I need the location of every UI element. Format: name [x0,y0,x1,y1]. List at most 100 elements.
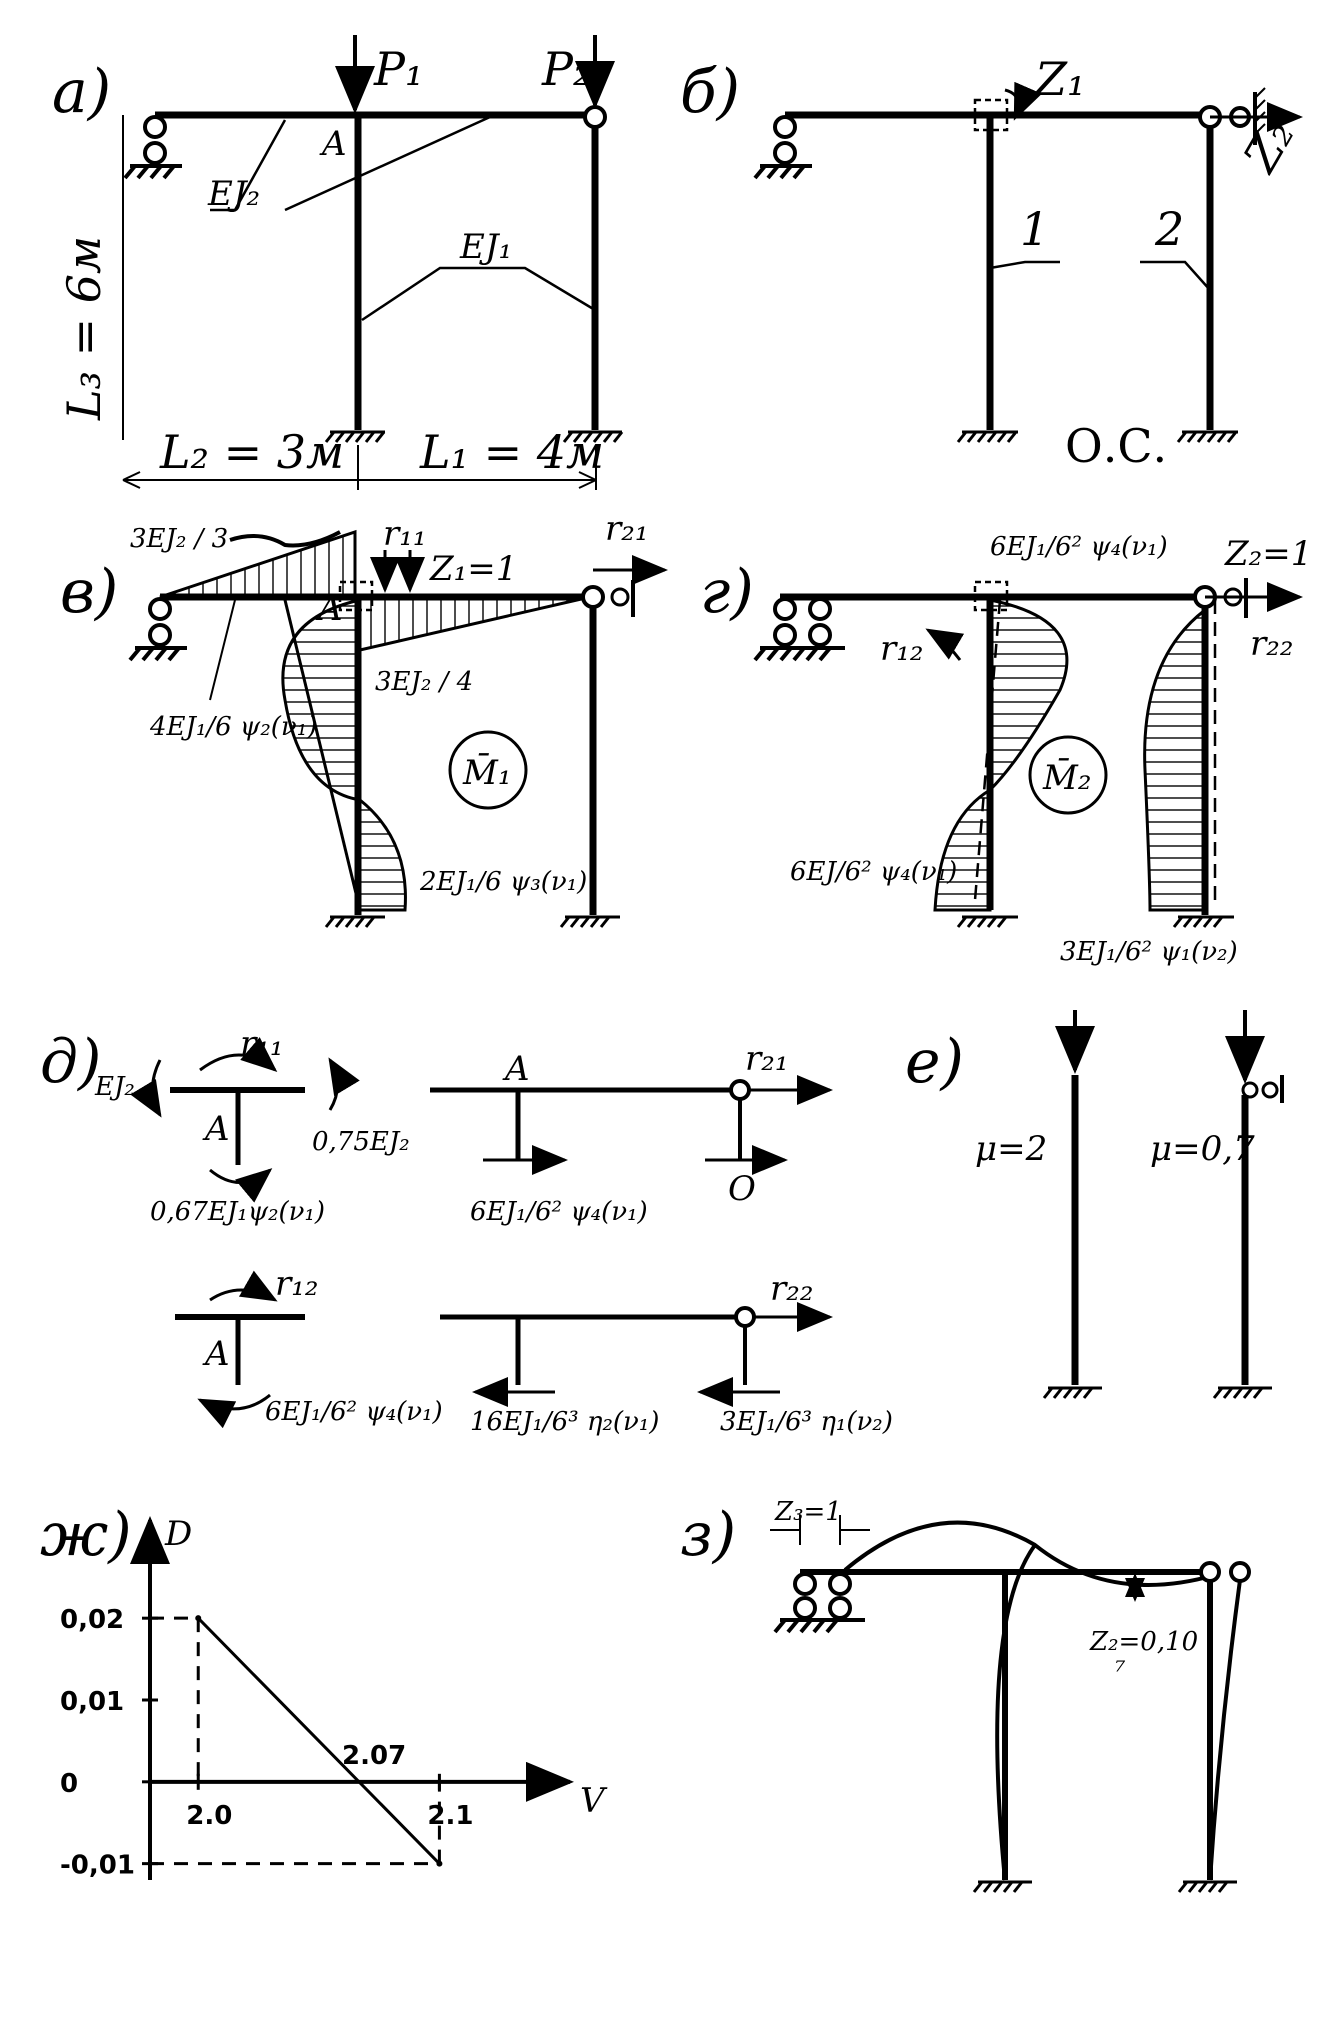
fixed-base-b2 [1176,430,1238,443]
roller-support-b [753,115,812,180]
label-4ei1-psi2: 4EJ₁/6 ψ₂(ν₁) [149,712,317,742]
leader-ei2 [210,119,287,212]
node-a-label: A [319,124,347,164]
y-tick-label: 0 [60,1769,78,1799]
moment-diagram-right-beam [358,595,591,652]
panel-g: г) 6EJ₁/6² ψ₄(ν₁) Z₂=1 r₁₂ r₂₂ [700,532,1312,967]
roller-support-v [128,597,187,662]
label-r22-g: r₂₂ [1250,624,1294,664]
label-mu-2: μ=2 [975,1129,1047,1169]
panel-v: в) 3EJ₂ / 3 r₁₁ r₂₁ Z₁=1 [60,509,668,928]
label-note-mark: ⁷ [1115,1657,1126,1687]
basic-system-label: О.С. [1065,419,1167,473]
label-m2: M̄₂ [1042,757,1091,798]
panel-d: д) EJ₂ r₁₁ A 0,75EJ₂ 0,67EJ₁ψ₂(ν₁) A r₂₁… [40,1024,893,1437]
label-l1: L₁ = 4м [419,425,604,479]
panel-z-label: з) [680,1500,736,1570]
panel-b: б) Z₁ Z₂ 1 2 О.С. [680,52,1305,473]
label-3ei2-3: 3EJ₂ / 3 [130,524,228,554]
fixed-base-2 [562,430,624,443]
m1-circle [448,730,528,810]
hinge [583,105,607,129]
fixed-base-v [324,915,620,928]
label-l3: L₃ = 6м [57,236,111,421]
root-annotation: 2.07 [342,1741,406,1771]
m2-circle [1028,735,1108,815]
label-m1: M̄₁ [462,752,511,793]
label-z1: Z₁ [1033,52,1085,106]
double-roller-support [753,597,845,662]
label-r11: r₁₁ [383,514,427,554]
leader-ei1 [361,266,596,322]
double-roller-support-z [773,1572,865,1634]
panel-g-label: г) [700,557,754,627]
data-point [436,1860,443,1867]
label-p2: P₂ [541,42,591,96]
label-2ei1-psi3: 2EJ₁/6 ψ₃(ν₁) [419,867,587,897]
moment-diagram-col-g1 [933,598,1069,912]
label-3ei2-4: 3EJ₂ / 4 [375,667,473,697]
label-ei1: EJ₁ [459,227,512,267]
label-16ei1-eta2: 16EJ₁/6³ η₂(ν₁) [470,1407,659,1437]
label-r11-d: r₁₁ [240,1024,284,1064]
label-a-d3: A [202,1334,230,1374]
label-r22-d: r₂₂ [770,1269,814,1309]
moment-diagram-column [281,598,407,912]
x-tick-label: 2.1 [427,1801,473,1831]
y-tick-label: 0,02 [60,1605,124,1635]
member-label-2: 2 [1154,202,1184,256]
label-r21-d: r₂₁ [745,1039,789,1079]
label-3ei1-psi1: 3EJ₁/6² ψ₁(ν₂) [1060,937,1238,967]
label-ei2: EJ₂ [207,174,260,214]
series-line [197,1617,441,1865]
label-r21-v: r₂₁ [605,509,649,549]
label-6ei1-psi4-d2: 6EJ₁/6² ψ₄(ν₁) [265,1397,443,1427]
panel-e-label: е) [905,1027,964,1097]
panel-v-label: в) [60,557,118,627]
panel-d-label: д) [40,1027,101,1097]
label-r12-g: r₁₂ [880,629,924,669]
label-z1-unit: Z₁=1 [429,549,517,589]
panel-b-label: б) [680,57,740,127]
y-tick-label: 0,01 [60,1687,124,1717]
label-z2-unit: Z₂=1 [1224,534,1312,574]
y-tick-label: -0,01 [60,1851,135,1881]
panel-e: е) μ=2 μ=0,7 [905,1010,1284,1399]
label-mu-07: μ=0,7 [1150,1129,1255,1169]
label-067ei1: 0,67EJ₁ψ₂(ν₁) [150,1197,325,1227]
panel-z: з) Z₃=1 Z₂=0,10 ⁷ [680,1497,1251,1893]
label-6ei1-psi4-d1: 6EJ₁/6² ψ₄(ν₁) [470,1197,648,1227]
leader-ei2b [284,115,491,212]
label-p1: P₁ [373,42,423,96]
data-point [195,1615,202,1622]
label-3ei1-eta1: 3EJ₁/6³ η₁(ν₂) [720,1407,893,1437]
label-z2-010: Z₂=0,10 [1089,1627,1198,1657]
panel-zh-label: ж) [40,1500,132,1570]
x-axis-label: V [580,1781,608,1821]
fixed-base-g [956,915,1234,928]
panel-zh: ж) D V 0,02 0,01 0 -0,01 2.0 2.1 2.07 [40,1500,608,1881]
rigid-node-clamp [973,98,1009,132]
label-6ei1-psi4-top: 6EJ₁/6² ψ₄(ν₁) [990,532,1168,562]
fixed-base-1 [324,430,386,443]
label-075ei2: 0,75EJ₂ [312,1127,410,1157]
label-z3-unit: Z₃=1 [774,1497,842,1527]
label-zero-force: O [728,1169,756,1209]
moment-diagram-col-g2 [1143,606,1207,912]
roller-support-left [123,115,182,180]
buckled-column-1 [995,1543,1037,1881]
label-z2: Z₂ [1232,110,1305,182]
x-tick-label: 2.0 [186,1801,232,1831]
label-a-d2: A [502,1049,530,1089]
buckled-column-2 [1208,1579,1242,1881]
member-label-1: 1 [1020,202,1049,256]
y-axis-label: D [164,1514,192,1554]
label-node-a-v: A [315,589,343,629]
d-nu-chart: D V 0,02 0,01 0 -0,01 2.0 2.1 2.07 [60,1514,608,1881]
z1-rotation-arrow [1004,81,1042,121]
label-6ei-psi4-bottom: 6EJ/6² ψ₄(ν₁) [790,857,957,887]
label-r12-d: r₁₂ [275,1264,319,1304]
panel-a: a) P₁ P₂ A EJ₂ EJ₁ [52,35,624,490]
label-ei2-d: EJ₂ [94,1072,135,1102]
